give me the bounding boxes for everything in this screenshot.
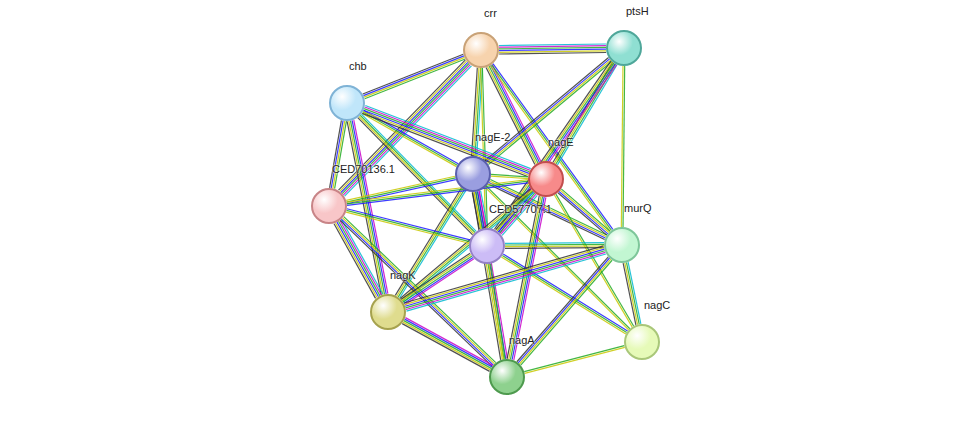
evidence-line [518,258,609,363]
evidence-line [352,120,386,294]
interaction-edge [347,180,529,206]
interaction-edge [499,44,606,54]
evidence-line [499,53,606,55]
evidence-line [404,246,603,303]
evidence-line [347,183,528,206]
node-label: nagE [548,136,574,148]
protein-node: chb [329,85,365,121]
evidence-line [331,121,343,189]
evidence-line [623,263,636,325]
node-label: nagA [509,334,535,346]
interaction-edge [505,243,604,249]
interaction-edge [402,318,493,372]
evidence-line [347,121,381,295]
evidence-line [405,318,492,366]
evidence-line [499,46,606,48]
interaction-edge [485,58,612,165]
evidence-line [525,347,625,373]
evidence-line [489,66,538,163]
evidence-line [499,49,606,51]
evidence-line [621,66,623,227]
protein-node: nagE-2 [455,156,491,192]
evidence-line [517,257,608,362]
evidence-line [339,221,380,296]
evidence-line [347,181,528,204]
node-label: CED57707.1 [489,203,552,215]
evidence-line [365,107,530,170]
evidence-line [557,65,617,165]
interaction-edge [346,209,470,243]
interaction-edge [524,346,625,374]
evidence-line [341,220,382,295]
protein-node: nagA [489,359,525,395]
evidence-line [364,57,465,97]
evidence-line [505,242,604,244]
evidence-line [337,222,378,297]
evidence-line [519,259,610,364]
evidence-line [406,251,605,308]
evidence-line [521,260,612,365]
interaction-edge [330,120,347,188]
evidence-line [524,346,624,372]
evidence-line [628,262,641,324]
node-label: murQ [624,202,652,214]
evidence-line [347,180,528,203]
protein-node: nagC [624,324,660,360]
evidence-line [487,60,610,163]
node-label: nagC [644,299,670,311]
interaction-edge [517,257,612,365]
protein-node: ptsH [606,30,642,66]
node-label: ptsH [626,5,649,17]
interaction-edge [623,262,641,325]
evidence-line [499,47,606,49]
evidence-line [405,319,492,367]
evidence-line [404,321,491,369]
protein-node: murQ [604,227,640,263]
protein-node: CED57707.1 [469,228,505,264]
evidence-line [333,121,345,189]
evidence-line [561,189,610,231]
node-label: nagE-2 [475,131,510,143]
evidence-line [501,257,625,334]
evidence-line [505,244,604,246]
protein-node: nagE [528,161,564,197]
node-label: nagK [390,269,416,281]
evidence-line [402,324,489,372]
evidence-line [486,68,535,165]
evidence-line [349,121,383,295]
protein-node: nagK [370,294,406,330]
evidence-line [499,44,606,46]
evidence-line [491,176,528,179]
evidence-line [350,121,384,295]
evidence-line [347,209,470,240]
evidence-line [499,51,606,53]
evidence-line [340,220,381,295]
node-label: CED70136.1 [332,163,395,175]
node-label: chb [349,60,367,72]
node-label: crr [484,7,497,19]
evidence-line [488,67,537,164]
evidence-line [365,105,530,168]
evidence-line [502,255,626,332]
evidence-line [486,59,609,162]
evidence-line [403,322,490,370]
interaction-edge [491,174,528,178]
interaction-edge [486,65,541,165]
evidence-line [505,247,604,249]
evidence-line [335,121,347,189]
protein-node: crr [463,32,499,68]
evidence-line [625,263,638,325]
protein-node: CED70136.1 [311,188,347,224]
evidence-line [491,65,540,162]
evidence-line [505,245,604,247]
evidence-line [626,262,639,324]
evidence-line [406,252,605,309]
evidence-line [560,190,609,232]
evidence-line [330,120,342,188]
evidence-line [364,109,529,172]
